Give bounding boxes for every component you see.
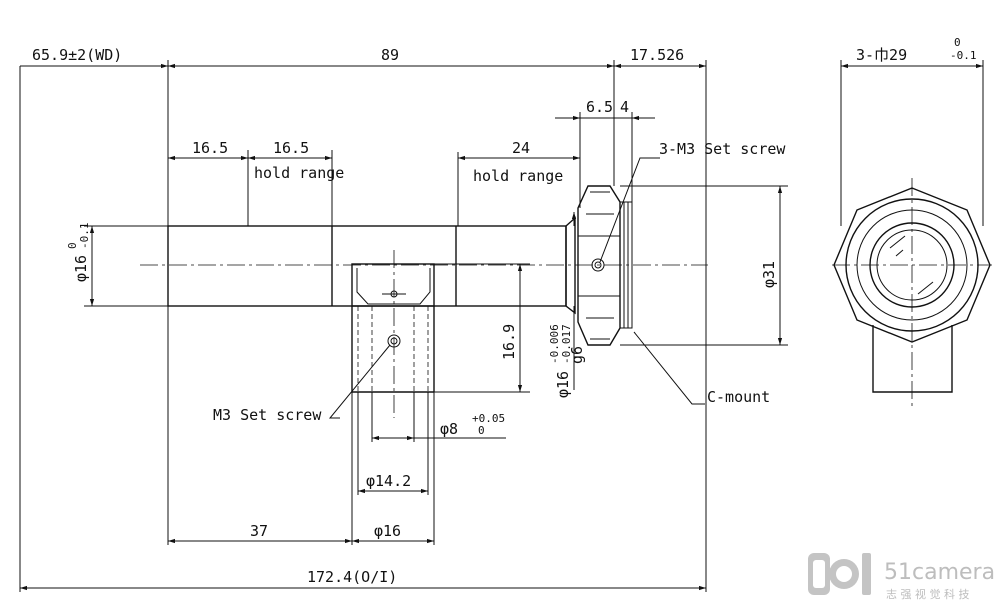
side-diameter-text: 3-巾29	[856, 46, 907, 64]
phi16-tol-upper: 0	[66, 242, 79, 249]
phi8-tol-lower: 0	[478, 424, 485, 437]
watermark-tagline: 志 强 视 觉 科 技	[886, 587, 969, 601]
g6-fit-text: g6	[568, 346, 586, 364]
watermark-brand: 51camera	[884, 560, 995, 585]
g6-tol-lower: -0.017	[560, 324, 573, 364]
length-37: 37	[250, 522, 268, 540]
setscrew-top-label: 3-M3 Set screw	[659, 140, 786, 158]
phi14-2-text: φ14.2	[366, 472, 411, 490]
phi16-tol-lower: -0.1	[78, 223, 91, 250]
setscrew-bottom-label: M3 Set screw	[213, 406, 322, 424]
extension-lines	[19, 60, 984, 592]
c-mount-nut	[565, 185, 633, 346]
length-89: 89	[381, 46, 399, 64]
phi31-text: φ31	[760, 261, 778, 288]
phi8-tol-upper: +0.05	[472, 412, 505, 425]
hold-range-label-1: hold range	[254, 164, 344, 182]
dimension-lines	[20, 63, 983, 591]
phi16-text: φ16	[72, 255, 90, 282]
length-6-5: 6.5	[586, 98, 613, 116]
g6-dimension: φ16 -0.006 -0.017 g6	[548, 324, 586, 398]
g6-tol-upper: -0.006	[548, 324, 561, 364]
phi16-stem-text: φ16	[374, 522, 401, 540]
phi16-dimension: φ16 0 -0.1	[66, 223, 91, 283]
length-24: 24	[512, 139, 530, 157]
hold-range-label-2: hold range	[473, 167, 563, 185]
total-length-text: 172.4(O/I)	[307, 568, 397, 586]
length-16-5-a: 16.5	[192, 139, 228, 157]
length-4: 4	[620, 98, 629, 116]
lens-body	[167, 225, 567, 307]
leader-lines	[328, 157, 705, 419]
camera-logo-icon	[808, 553, 871, 595]
length-16-9-text: 16.9	[500, 324, 518, 360]
side-tol-lower: -0.1	[950, 49, 977, 62]
length-17526: 17.526	[630, 46, 684, 64]
phi31-dimension: φ31	[760, 261, 778, 288]
side-tol-upper: 0	[954, 36, 961, 49]
side-view	[833, 187, 991, 393]
phi8-text: φ8	[440, 420, 458, 438]
stem-body	[351, 306, 435, 393]
wd-dimension: 65.9±2(WD)	[32, 46, 122, 64]
watermark: 51camera 志 强 视 觉 科 技	[808, 553, 995, 601]
g6-phi-text: φ16	[554, 371, 572, 398]
length-16-5-b: 16.5	[273, 139, 309, 157]
c-mount-label: C-mount	[707, 388, 770, 406]
length-16-9-dimension: 16.9	[500, 324, 518, 360]
